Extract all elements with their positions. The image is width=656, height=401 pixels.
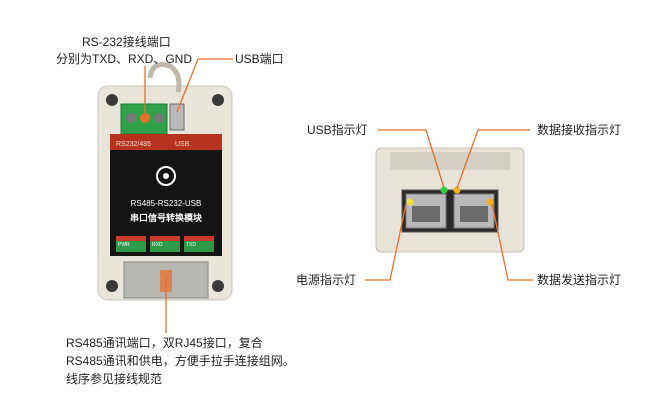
panel-label-right: USB xyxy=(175,141,190,148)
usb-port xyxy=(169,103,185,131)
rs232-pin-label: 分别为TXD、RXD、GND xyxy=(56,52,193,66)
leader-power-indicator xyxy=(365,203,407,281)
device-model: RS485-RS232-USB xyxy=(131,199,202,208)
converter-module: RS232/485 USB RS485-RS232-USB 串口信号转换模块 P… xyxy=(97,62,233,301)
panel-label-left: RS232/485 xyxy=(116,141,151,148)
converter-side-view xyxy=(375,147,525,253)
power-indicator-label: 电源指示灯 xyxy=(296,273,357,287)
leader-rx-indicator xyxy=(456,129,530,189)
bottom-label-txd: TXD xyxy=(186,242,196,248)
usb-led-icon xyxy=(440,186,448,194)
mount-hole-icon xyxy=(212,94,224,106)
leader-tx-indicator xyxy=(491,203,533,281)
leader-usb-indicator xyxy=(378,129,445,189)
usb-port-label: USB端口 xyxy=(235,52,284,66)
bottom-label-rxd: RXD xyxy=(152,242,163,248)
device-panel xyxy=(110,134,222,256)
tx-led-icon xyxy=(486,198,494,206)
mount-hole-icon xyxy=(212,280,224,292)
rs232-port-label: RS-232接线端口 xyxy=(82,35,171,49)
usb-indicator-label: USB指示灯 xyxy=(307,123,368,137)
rx-led-icon xyxy=(453,186,461,194)
rx-indicator-label: 数据接收指示灯 xyxy=(537,123,622,137)
power-led-icon xyxy=(406,198,414,206)
device-name: 串口信号转换模块 xyxy=(130,212,203,223)
tx-indicator-label: 数据发送指示灯 xyxy=(537,273,622,287)
mount-hole-icon xyxy=(106,94,118,106)
leader-usb-port xyxy=(176,58,233,113)
leader-lines xyxy=(144,58,533,333)
brand-logo-icon xyxy=(156,166,176,186)
mount-hole-icon xyxy=(106,280,118,292)
rs485-description: RS485通讯端口，双RJ45接口，复合RS485通讯和供电，方便手拉手连接组网… xyxy=(66,336,295,386)
bottom-label-pwr: PWR xyxy=(118,242,130,248)
